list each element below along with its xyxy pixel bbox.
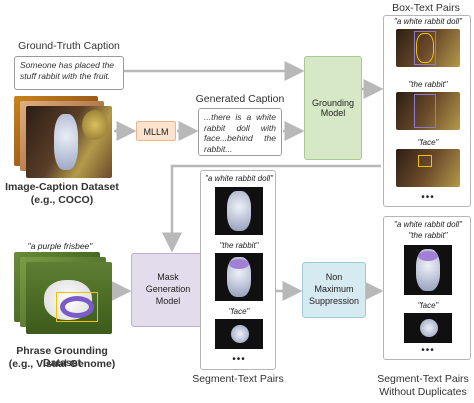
segment-image-3 <box>215 319 263 349</box>
mask-generation-label-3: Model <box>155 295 181 306</box>
nms-box: Non Maximum Suppression <box>302 262 366 318</box>
final-face-2 <box>420 319 438 337</box>
box-image-3 <box>396 149 460 187</box>
generated-caption-box: ...there is a white rabbit doll with fac… <box>198 108 282 156</box>
final-pairs-title-2: Without Duplicates <box>379 386 467 398</box>
arrow-boxpairs-to-mask <box>162 164 381 253</box>
mask-generation-label-1: Mask <box>157 272 179 283</box>
box-yellow-1 <box>416 33 434 63</box>
segment-text-pairs-title: Segment-Text Pairs <box>192 373 284 385</box>
box-caption-1: "a white rabbit doll" <box>394 17 462 26</box>
box-purple-1 <box>414 31 436 65</box>
segment-bow-2 <box>229 259 249 269</box>
box-text-pairs-panel: "a white rabbit doll" "the rabbit" "face… <box>383 15 471 207</box>
mask-generation-label-2: Generation <box>145 284 191 295</box>
box-caption-2: "the rabbit" <box>408 80 448 89</box>
box-caption-3: "face" <box>417 138 439 147</box>
fruit-image <box>82 110 108 140</box>
mask-generation-box: Mask Generation Model <box>131 253 205 327</box>
nms-label-3: Suppression <box>308 295 360 306</box>
box-pairs-ellipsis: ••• <box>421 192 435 203</box>
segment-caption-3: "face" <box>228 307 250 316</box>
final-caption-2: "the rabbit" <box>408 231 448 240</box>
box-yellow-3 <box>418 155 432 167</box>
ground-truth-title: Ground-Truth Caption <box>18 40 120 52</box>
segment-image-2 <box>215 253 263 301</box>
box-image-2 <box>396 92 460 130</box>
ground-truth-caption-box: Someone has placed the stuff rabbit with… <box>14 56 124 90</box>
phrase-grounding-label-2: (e.g., Visual Genome) <box>8 358 116 370</box>
phrase-grounding-label-1: Phrase Grounding Dataset <box>16 345 108 369</box>
rabbit-doll-image <box>54 114 78 170</box>
final-caption-3: "face" <box>417 301 439 310</box>
grounding-model-label-1: Grounding <box>311 98 355 108</box>
nms-label-1: Non <box>325 272 343 283</box>
frisbee-image <box>60 296 94 318</box>
phrase-photo-front <box>26 262 112 334</box>
stack-photo-front <box>26 106 112 178</box>
segment-caption-2: "the rabbit" <box>219 241 259 250</box>
segment-pairs-ellipsis: ••• <box>232 354 246 365</box>
grounding-model-box: Grounding Model <box>304 56 362 160</box>
segment-rabbit-1 <box>227 191 251 231</box>
mllm-box: MLLM <box>136 121 176 141</box>
final-pairs-title-1: Segment-Text Pairs <box>377 373 469 385</box>
box-image-1 <box>396 29 460 67</box>
grounding-model-label-2: Model <box>320 108 346 118</box>
final-caption-1: "a white rabbit doll" <box>394 220 462 229</box>
segment-face-3 <box>231 325 249 343</box>
final-pairs-panel: "a white rabbit doll" "the rabbit" "face… <box>383 216 471 360</box>
final-image-2 <box>404 313 452 343</box>
final-image-1 <box>404 245 452 295</box>
segment-text-pairs-panel: "a white rabbit doll" "the rabbit" "face… <box>200 170 276 370</box>
generated-caption-title: Generated Caption <box>195 93 285 105</box>
box-text-pairs-title: Box-Text Pairs <box>392 2 460 14</box>
nms-label-2: Maximum <box>314 284 354 295</box>
frisbee-box <box>56 292 98 322</box>
final-bow-1 <box>418 251 438 261</box>
phrase-grounding-caption: "a purple frisbee" <box>27 241 93 251</box>
phrase-grounding-stack <box>14 252 114 338</box>
image-caption-dataset-stack <box>14 96 114 180</box>
final-pairs-ellipsis: ••• <box>421 345 435 356</box>
image-caption-dataset-label-1: Image-Caption Dataset <box>5 181 119 193</box>
segment-caption-1: "a white rabbit doll" <box>205 174 273 183</box>
box-purple-2 <box>414 94 436 128</box>
segment-image-1 <box>215 187 263 235</box>
image-caption-dataset-label-2: (e.g., COCO) <box>30 194 94 206</box>
